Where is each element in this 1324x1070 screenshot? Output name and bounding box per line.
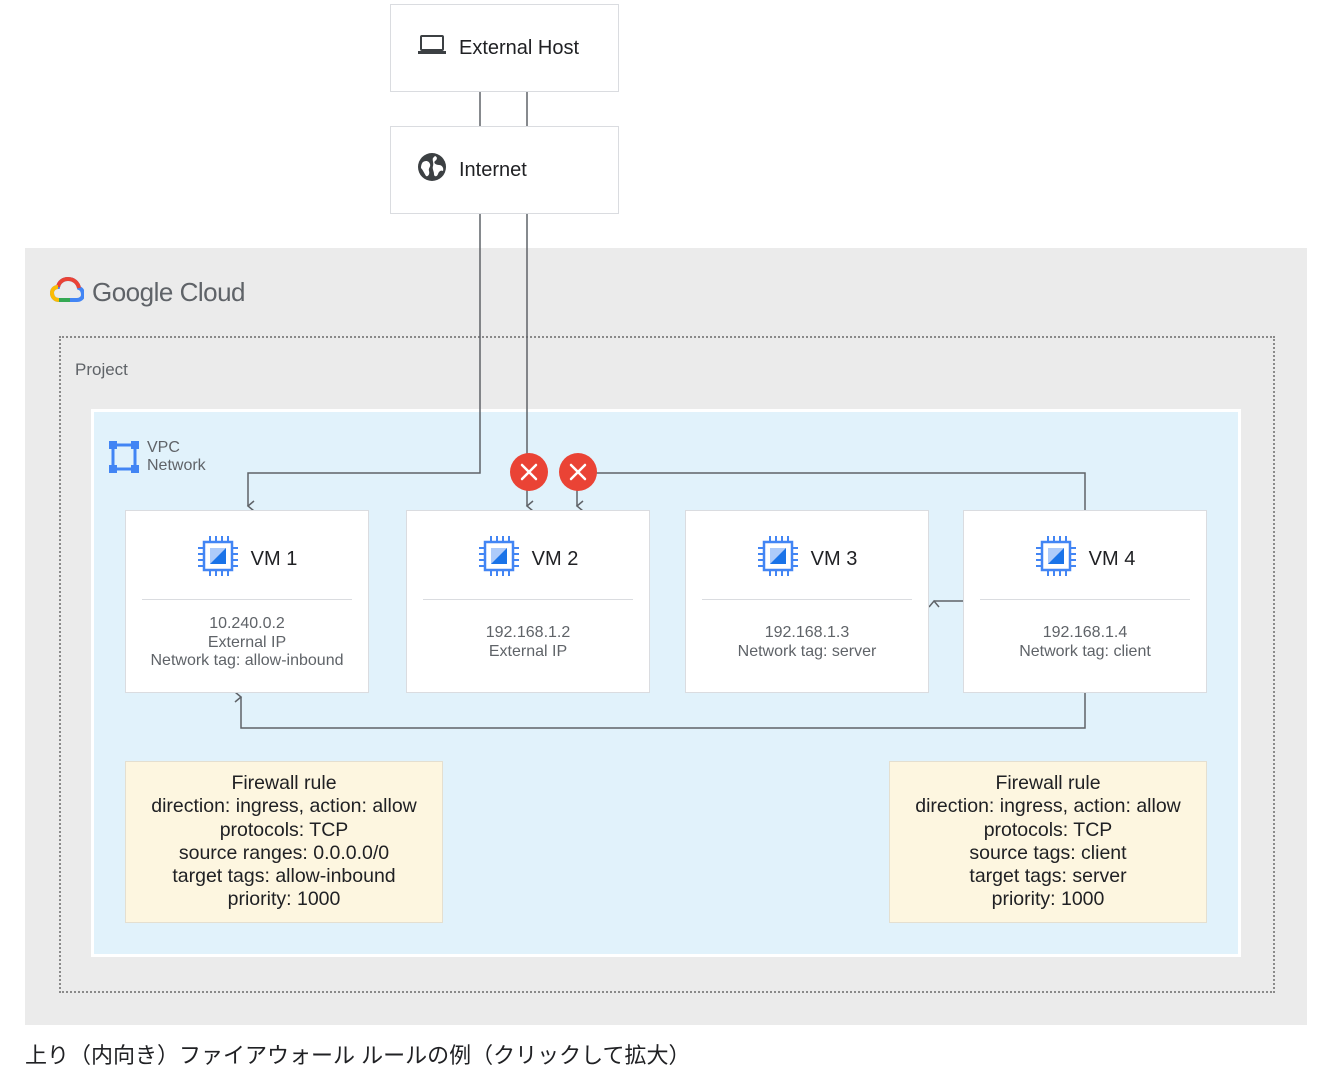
project-label: Project bbox=[75, 360, 128, 379]
vm-network-tag: Network tag: server bbox=[737, 642, 877, 660]
vm-card-1: VM 1 10.240.0.2 External IP Network tag:… bbox=[125, 510, 369, 693]
external-host-label: External Host bbox=[459, 36, 580, 59]
firewall-rule-card-2: Firewall rule direction: ingress, action… bbox=[889, 761, 1207, 923]
internet-label: Internet bbox=[459, 158, 527, 181]
firewall-rule-card-1: Firewall rule direction: ingress, action… bbox=[125, 761, 443, 923]
figure-caption: 上り（内向き）ファイアウォール ルールの例（クリックして拡大） bbox=[25, 1043, 691, 1068]
firewall-rule-line: protocols: TCP bbox=[983, 818, 1113, 841]
vm-details: 192.168.1.4 Network tag: client bbox=[964, 624, 1206, 661]
vm-detail-line: External IP bbox=[488, 642, 568, 660]
compute-engine-icon bbox=[478, 535, 520, 583]
firewall-rule-line: source ranges: 0.0.0.0/0 bbox=[178, 841, 390, 864]
compute-engine-icon bbox=[197, 535, 239, 583]
vm-detail-line: External IP bbox=[207, 633, 287, 651]
vpc-network-icon bbox=[109, 441, 139, 478]
external-host-node: External Host bbox=[390, 4, 619, 92]
globe-icon bbox=[417, 152, 447, 188]
vm-name: VM 2 bbox=[531, 547, 579, 570]
firewall-rule-title: Firewall rule bbox=[231, 772, 337, 794]
vm-divider bbox=[980, 599, 1190, 600]
internet-node: Internet bbox=[390, 126, 619, 214]
firewall-rule-line: priority: 1000 bbox=[227, 888, 341, 911]
firewall-rule-line: protocols: TCP bbox=[219, 818, 349, 841]
internet-to-vm1-connector bbox=[246, 214, 481, 512]
project-boundary bbox=[59, 336, 1275, 993]
vm-ip: 192.168.1.2 bbox=[485, 624, 571, 641]
vm-details: 10.240.0.2 External IP Network tag: allo… bbox=[126, 615, 368, 671]
vm-name: VM 1 bbox=[250, 547, 298, 570]
blocked-x-icon bbox=[559, 453, 597, 496]
vm-divider bbox=[142, 599, 352, 600]
google-cloud-logo: Google Cloud bbox=[49, 276, 246, 309]
blocked-x-icon bbox=[510, 453, 548, 496]
firewall-rule-line: target tags: server bbox=[969, 865, 1127, 888]
vm-ip: 10.240.0.2 bbox=[209, 615, 285, 632]
vm-name: VM 4 bbox=[1088, 547, 1136, 570]
compute-engine-icon bbox=[1035, 535, 1077, 583]
firewall-rule-line: target tags: allow-inbound bbox=[172, 865, 396, 888]
vm-ip: 192.168.1.3 bbox=[764, 624, 850, 641]
firewall-rule-title: Firewall rule bbox=[995, 772, 1101, 794]
vm-divider bbox=[423, 599, 633, 600]
vm4-to-vm2-connector bbox=[575, 472, 1086, 514]
vm-ip: 192.168.1.4 bbox=[1042, 624, 1128, 641]
vm-card-3: VM 3 192.168.1.3 Network tag: server bbox=[685, 510, 929, 693]
compute-engine-icon bbox=[757, 535, 799, 583]
vpc-network-label: VPC Network bbox=[147, 439, 206, 475]
laptop-icon bbox=[417, 34, 447, 62]
firewall-rule-line: priority: 1000 bbox=[991, 888, 1105, 911]
firewall-rule-line: direction: ingress, action: allow bbox=[151, 795, 417, 818]
vm-network-tag: Network tag: client bbox=[1019, 642, 1151, 660]
vm4-to-vm1-connector bbox=[234, 691, 1086, 729]
vm-card-4: VM 4 192.168.1.4 Network tag: client bbox=[963, 510, 1207, 693]
vpc-label-line2: Network bbox=[147, 457, 206, 474]
vm-details: 192.168.1.2 External IP bbox=[407, 624, 649, 661]
firewall-rule-line: direction: ingress, action: allow bbox=[915, 795, 1181, 818]
vm-network-tag: Network tag: allow-inbound bbox=[150, 652, 344, 669]
google-cloud-logo-icon bbox=[49, 276, 86, 309]
vm-details: 192.168.1.3 Network tag: server bbox=[686, 624, 928, 661]
vm-name: VM 3 bbox=[810, 547, 858, 570]
firewall-rule-line: source tags: client bbox=[969, 841, 1127, 864]
vm-card-2: VM 2 192.168.1.2 External IP bbox=[406, 510, 650, 693]
vm-divider bbox=[702, 599, 912, 600]
vpc-label-line1: VPC bbox=[147, 439, 180, 456]
google-cloud-wordmark: Google Cloud bbox=[92, 277, 246, 307]
